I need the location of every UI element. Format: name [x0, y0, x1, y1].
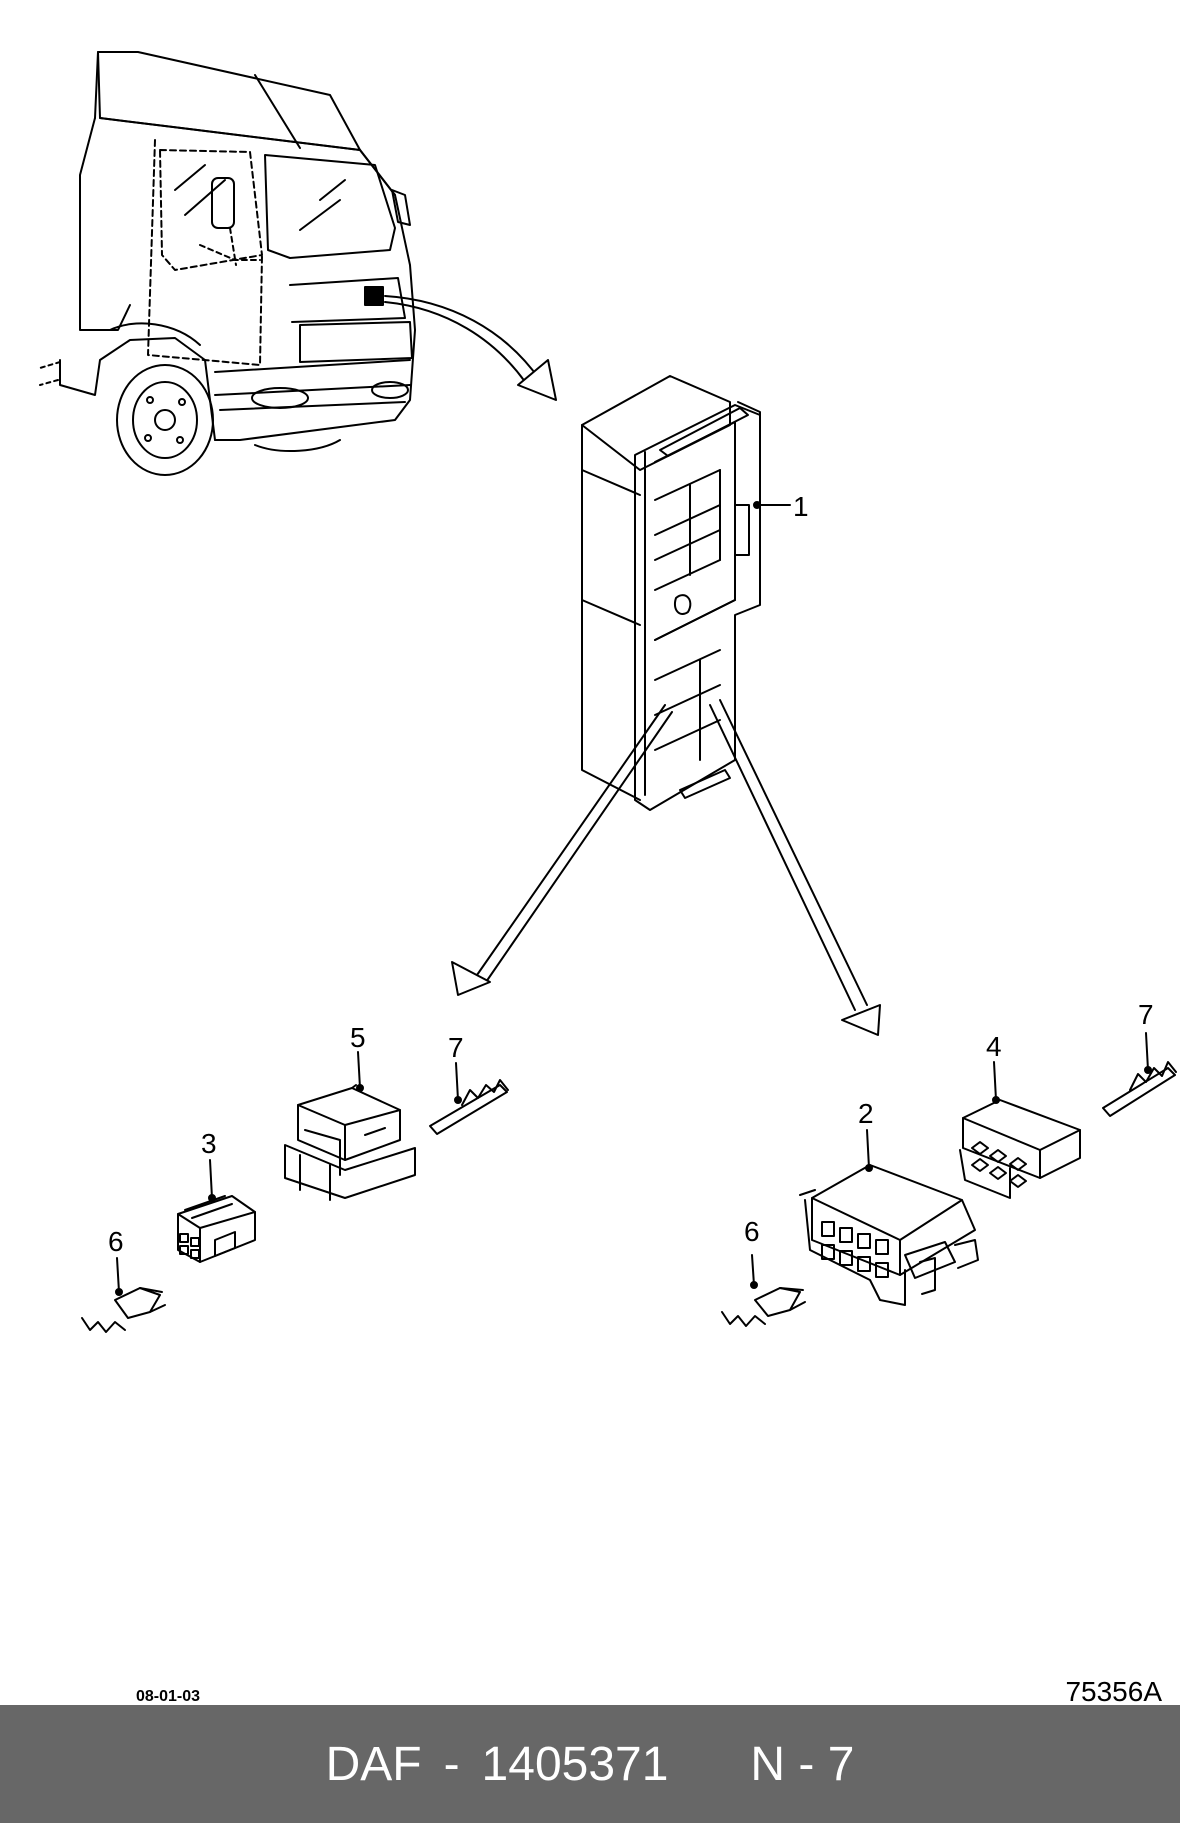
exploded-parts-diagram [39, 51, 1177, 1333]
connector-3-drawing [177, 1195, 256, 1263]
truck-cab-illustration [39, 51, 416, 476]
date-code: 08-01-03 [136, 1688, 201, 1705]
leader-line-6a [116, 1257, 120, 1293]
terminal-7-right-drawing [1102, 1061, 1177, 1117]
footer-bar [0, 1705, 1180, 1823]
terminal-7-left-drawing [429, 1079, 509, 1135]
callout-4: 4 [986, 1031, 1002, 1062]
footer-brand: DAF [325, 1737, 422, 1791]
callout-6-left: 6 [108, 1226, 124, 1257]
connector-2-drawing [799, 1164, 979, 1306]
leader-line-7a [455, 1062, 459, 1101]
callout-6-right: 6 [744, 1216, 760, 1247]
callout-5: 5 [350, 1022, 366, 1053]
callout-2: 2 [858, 1098, 874, 1129]
callout-3: 3 [201, 1128, 217, 1159]
callout-1: 1 [793, 491, 809, 522]
leader-line-6b [751, 1254, 755, 1286]
leader-line-5 [357, 1051, 361, 1089]
leader-line-4 [993, 1061, 997, 1101]
leader-line-2 [866, 1129, 870, 1169]
location-arrow [384, 295, 557, 401]
connector-4-drawing [959, 1099, 1081, 1199]
callout-7-right: 7 [1138, 999, 1154, 1030]
footer-caption: DAF-1405371 N - 7 [0, 1705, 1180, 1823]
leader-line-7b [1145, 1032, 1149, 1071]
footer-section: N - 7 [750, 1737, 855, 1791]
explode-arrows [451, 699, 881, 1036]
drawing-number: 75356A [1065, 1676, 1162, 1707]
callout-7-left: 7 [448, 1032, 464, 1063]
leader-line-3 [209, 1159, 213, 1199]
terminal-6-left-drawing [81, 1287, 166, 1333]
fuse-box-housing [581, 375, 761, 811]
connector-5-drawing [284, 1084, 416, 1201]
footer-separator: - [443, 1737, 460, 1791]
terminal-6-right-drawing [721, 1287, 806, 1327]
footer-part-number: 1405371 [481, 1737, 669, 1791]
